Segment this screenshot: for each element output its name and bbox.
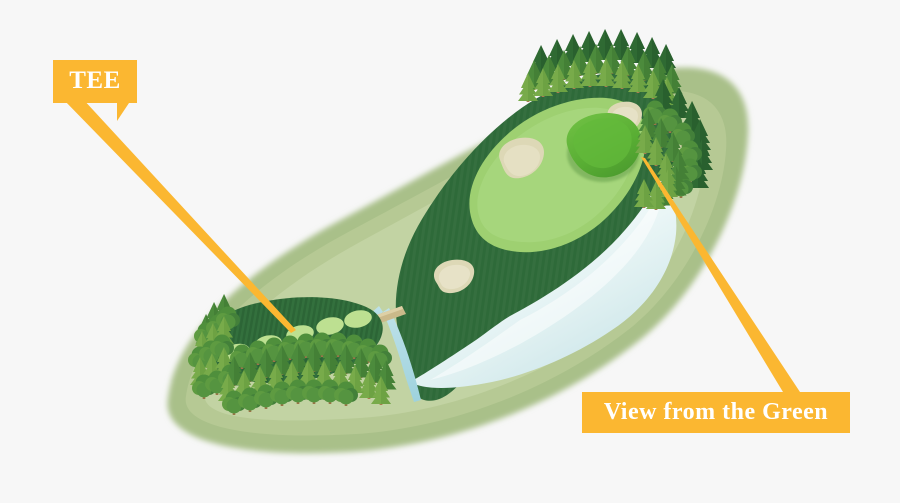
green-leader-line — [641, 157, 800, 392]
green-complex — [469, 97, 647, 253]
tee-box-2 — [316, 317, 344, 335]
tee-callout-label: TEE — [69, 66, 121, 94]
view-from-green-label: View from the Green — [603, 399, 829, 425]
tee-callout[interactable]: TEE — [53, 60, 137, 103]
fairway-bunker — [433, 259, 475, 294]
tee-leader-line — [62, 98, 296, 333]
view-from-green-callout[interactable]: View from the Green — [582, 392, 850, 433]
tee-box-1 — [344, 310, 372, 328]
water-hazard — [410, 176, 677, 388]
tee-callout-tail — [117, 103, 139, 121]
